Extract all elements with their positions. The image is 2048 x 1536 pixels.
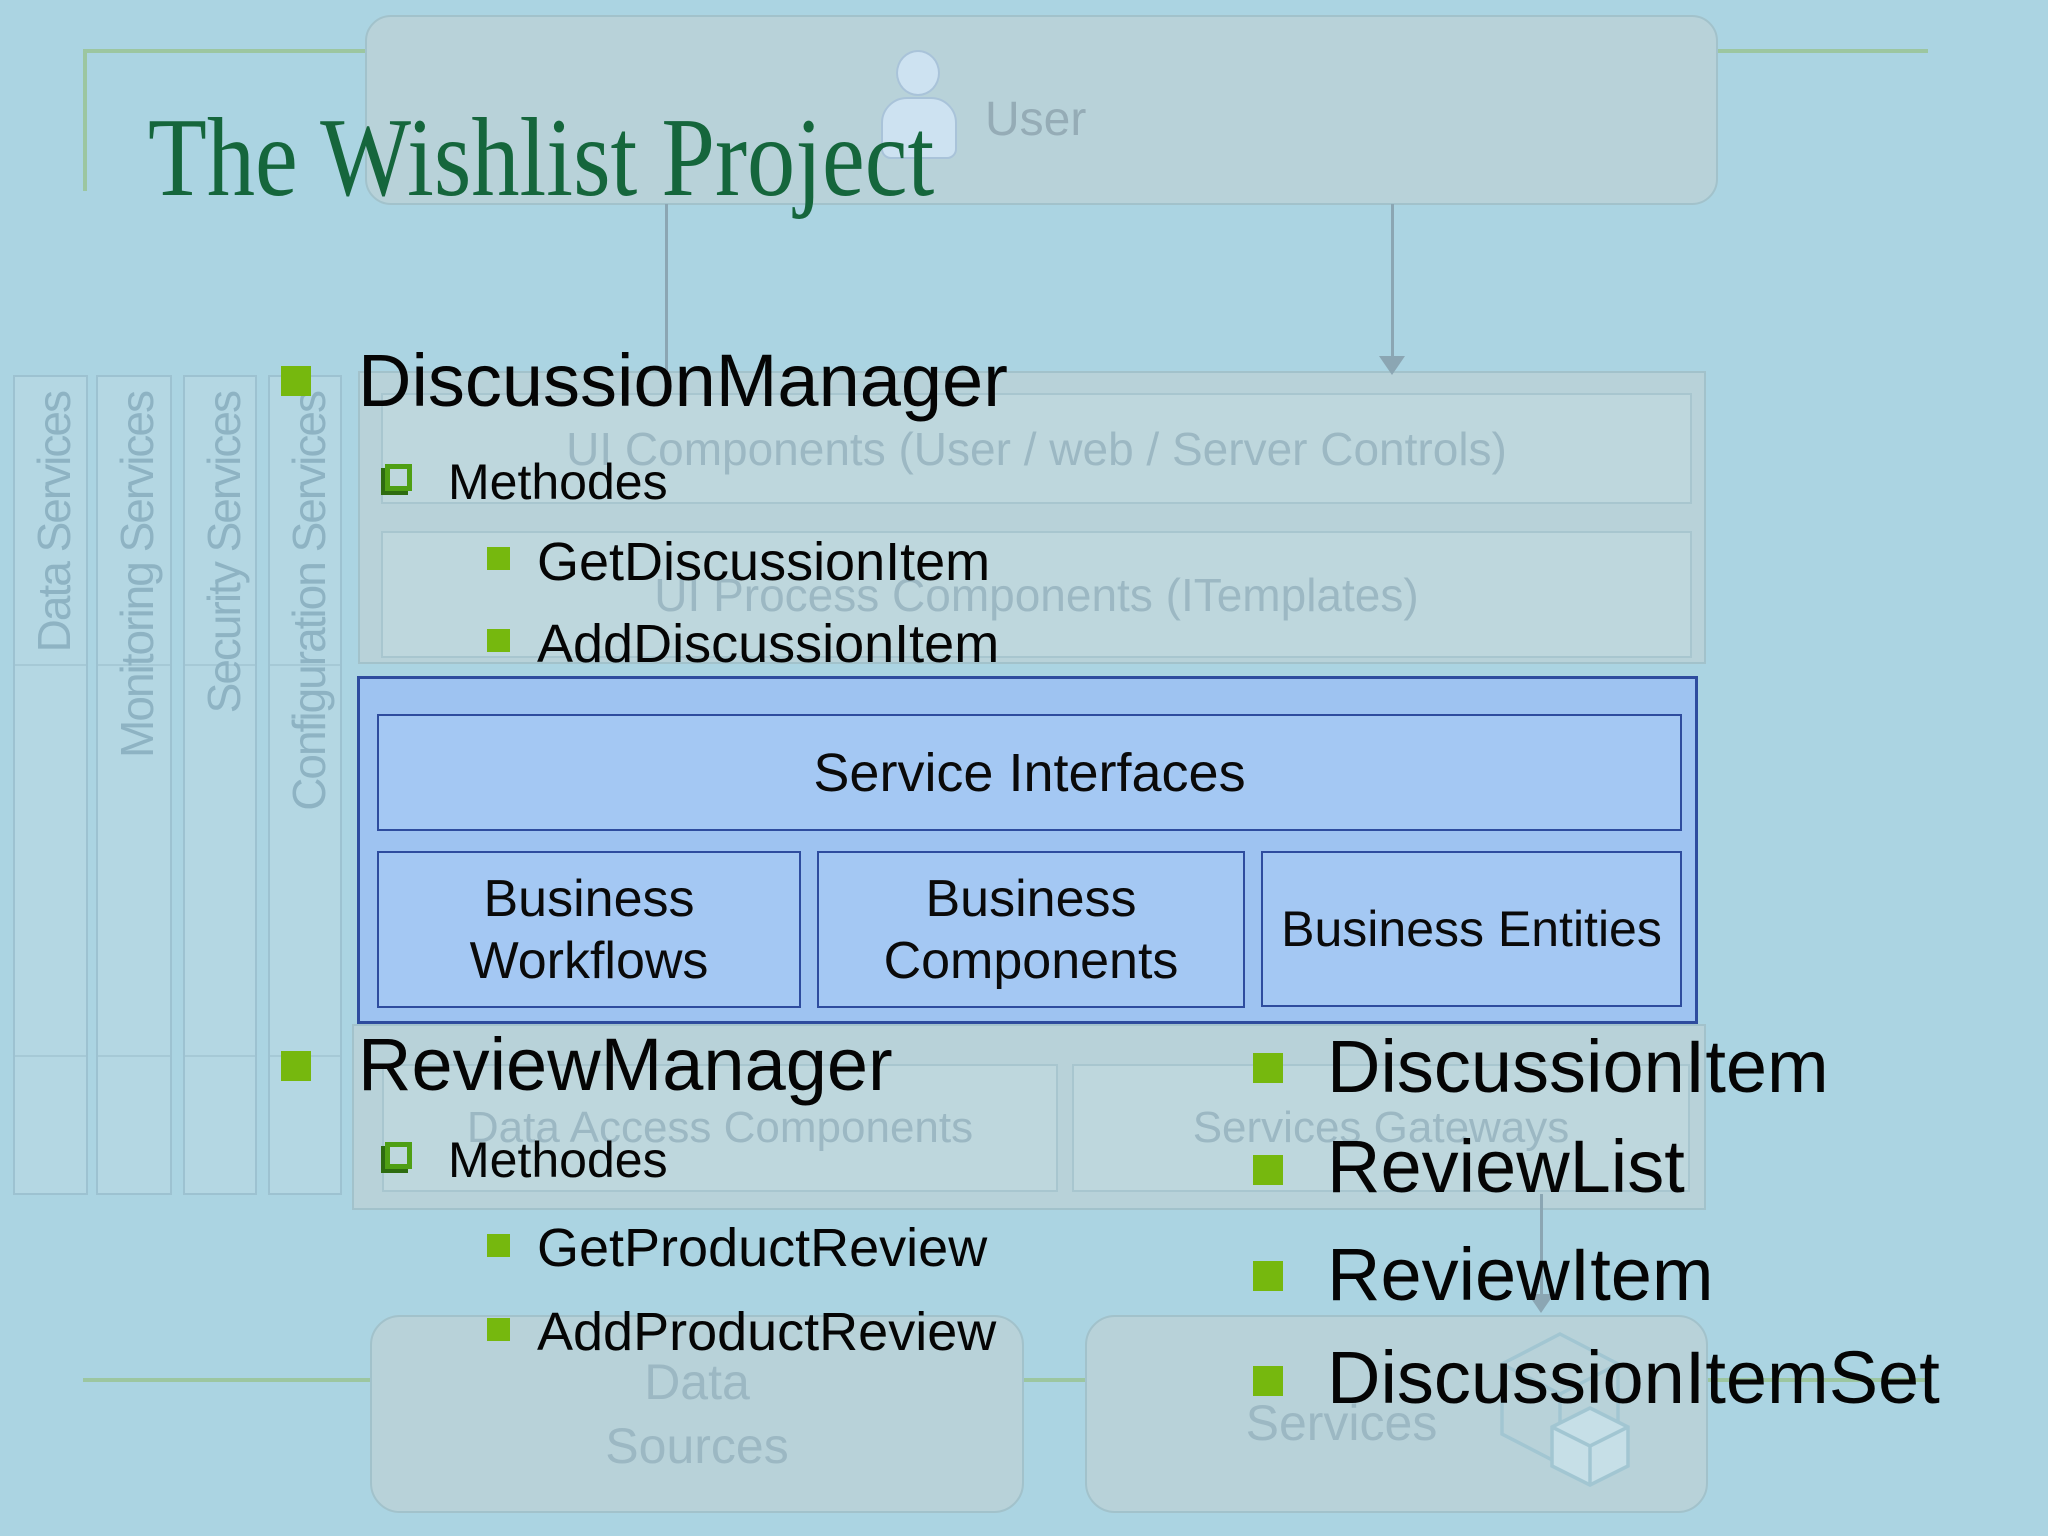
services-label: Services [1245, 1395, 1438, 1451]
business-workflows-label: Business Workflows [469, 869, 709, 990]
ui-components-label: UI Components (User / web / Server Contr… [566, 422, 1507, 475]
review-methods-heading: Methodes [448, 1132, 668, 1188]
bullet-square-icon [487, 1318, 510, 1341]
method-get-product-review: GetProductReview [537, 1218, 988, 1278]
user-box [365, 15, 1718, 205]
bar-label-data-services: Data Services [28, 392, 80, 653]
arrowhead-down-icon-2 [1528, 1294, 1554, 1313]
bar-label-configuration-services: Configuration Services [283, 392, 335, 811]
ui-process-label: UI Process Components (ITemplates) [654, 568, 1419, 621]
service-interfaces-box: Service Interfaces [377, 714, 1682, 831]
bullet-square-icon [1253, 1366, 1283, 1396]
entity-review-item: ReviewItem [1327, 1233, 1714, 1316]
bullet-square-icon [281, 366, 311, 396]
method-add-product-review: AddProductReview [537, 1302, 997, 1362]
data-access-box: Data Access Components [382, 1064, 1058, 1192]
bullet-hollow-square-icon [385, 1142, 412, 1169]
data-sources-box: Data Sources [370, 1315, 1024, 1513]
business-components-label: Business Components [883, 869, 1179, 990]
services-gateways-label: Services Gateways [1192, 1103, 1570, 1152]
bullet-square-icon [1253, 1053, 1283, 1083]
gateway-to-services-line [1540, 1194, 1543, 1296]
arrowhead-down-icon [1379, 356, 1405, 375]
services-gateways-box: Services Gateways [1072, 1064, 1690, 1192]
ui-process-box: UI Process Components (ITemplates) [381, 531, 1692, 658]
user-label: User [985, 93, 1087, 146]
bullet-hollow-square-icon [385, 464, 412, 491]
discussion-methods-heading: Methodes [448, 454, 668, 510]
business-workflows-box: Business Workflows [377, 851, 801, 1008]
service-interfaces-label: Service Interfaces [813, 742, 1246, 803]
business-entities-box: Business Entities [1261, 851, 1682, 1007]
ui-components-box: UI Components (User / web / Server Contr… [381, 393, 1692, 504]
user-to-ui-line [665, 204, 668, 372]
user-to-ui-line-2 [1391, 204, 1394, 358]
business-entities-label: Business Entities [1281, 901, 1662, 957]
data-sources-label: Data Sources [605, 1354, 789, 1474]
entity-discussion-item-set: DiscussionItemSet [1327, 1336, 1940, 1419]
data-access-label: Data Access Components [466, 1103, 974, 1152]
user-icon [896, 50, 940, 96]
services-cubes-icon [1500, 1332, 1630, 1487]
entity-discussion-item: DiscussionItem [1327, 1025, 1829, 1108]
bar-label-monitoring-services: Monitoring Services [111, 392, 163, 758]
bar-monitoring-services [96, 375, 172, 1195]
method-add-discussion-item: AddDiscussionItem [537, 614, 1000, 674]
discussion-manager-heading: DiscussionManager [358, 339, 1008, 422]
bar-security-services [183, 375, 257, 1195]
bar-data-services [13, 375, 88, 1195]
left-accent-line [83, 49, 87, 191]
bullet-square-icon [487, 629, 510, 652]
bar-label-security-services: Security Services [198, 392, 250, 714]
services-box: Services [1085, 1315, 1708, 1513]
bullet-square-icon [487, 1234, 510, 1257]
bullet-square-icon [281, 1051, 311, 1081]
user-icon-body [881, 97, 957, 159]
entity-review-list: ReviewList [1327, 1125, 1685, 1208]
bullet-square-icon [1253, 1155, 1283, 1185]
review-manager-heading: ReviewManager [358, 1023, 893, 1106]
bullet-square-icon [1253, 1261, 1283, 1291]
method-get-discussion-item: GetDiscussionItem [537, 532, 991, 592]
bullet-square-icon [487, 547, 510, 570]
business-components-box: Business Components [817, 851, 1245, 1008]
slide-title: The Wishlist Project [148, 96, 935, 220]
